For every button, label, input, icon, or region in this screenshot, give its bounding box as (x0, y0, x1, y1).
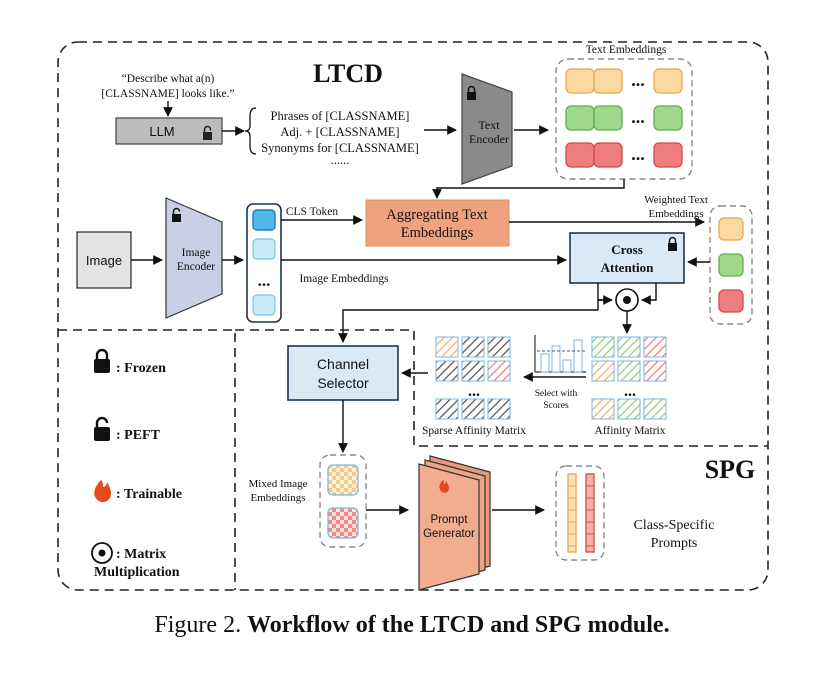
cross-attention-box (569, 232, 685, 284)
image-encoder-label-2: Encoder (177, 261, 215, 273)
image-label: Image (86, 253, 122, 268)
legend-matmul-2: Multiplication (94, 565, 180, 580)
class-prompt-bar-red (585, 473, 595, 553)
prompt-generator-label-2: Generator (423, 528, 475, 540)
weighted-embedding-red (718, 289, 744, 313)
weighted-label-1: Weighted Text (644, 194, 708, 206)
weighted-embeddings-group (709, 205, 753, 325)
weighted-label-2: Embeddings (649, 208, 704, 220)
image-embeddings-label: Image Embeddings (299, 273, 389, 285)
frozen-lock-icon (94, 348, 110, 373)
phrases-list: Phrases of [CLASSNAME] Adj. + [CLASSNAME… (261, 109, 419, 167)
weighted-embedding-orange (718, 217, 744, 241)
prompt-generator-label-1: Prompt (430, 514, 468, 526)
matrix-multiplication-icon (615, 288, 639, 312)
mixed-embedding-cell (327, 507, 359, 539)
legend-matmul-1: : Matrix (116, 547, 166, 562)
trainable-flame-icon (94, 480, 111, 503)
peft-lock-icon (94, 416, 110, 441)
prompt-line-2: [CLASSNAME] looks like.” (101, 88, 234, 100)
matmul-legend-icon (91, 542, 113, 564)
class-prompts-group (555, 465, 605, 561)
caption-title: Workflow of the LTCD and SPG module. (247, 612, 670, 638)
aggregating-box (365, 199, 510, 247)
channel-selector-label-1: Channel (317, 356, 369, 372)
cross-attention-label-2: Attention (601, 260, 654, 275)
class-prompt-bar-orange (567, 473, 577, 553)
workflow-diagram: LTCD “Describe what a(n) [CLASSNAME] loo… (57, 41, 769, 591)
figure-caption: Figure 2. Workflow of the LTCD and SPG m… (0, 612, 824, 639)
aggregating-label-1: Aggregating Text (386, 207, 487, 223)
ellipsis: ... (631, 144, 645, 164)
text-encoder-label-1: Text (478, 118, 500, 132)
caption-prefix: Figure 2. (154, 612, 242, 638)
text-embedding-row-green (565, 105, 683, 131)
image-embeddings-column (246, 203, 282, 323)
ellipsis: ... (624, 383, 636, 400)
affinity-label: Affinity Matrix (594, 425, 665, 437)
sparse-affinity-matrix (435, 336, 511, 420)
weighted-embedding-green (718, 253, 744, 277)
prompt-generator (418, 455, 491, 591)
image-encoder-peft-icon (172, 207, 181, 222)
ltcd-title: LTCD (313, 59, 383, 88)
select-label-1: Select with (535, 389, 578, 399)
spg-title: SPG (705, 455, 756, 484)
prompt-line-1: “Describe what a(n) (122, 73, 215, 85)
text-embedding-row-orange (565, 68, 683, 94)
image-embedding-cell (252, 238, 276, 260)
legend: : Frozen : PEFT : Trainable : Matrix Mul… (91, 348, 182, 580)
legend-frozen: : Frozen (116, 361, 166, 376)
sparse-affinity-label: Sparse Affinity Matrix (422, 425, 526, 437)
cls-token-cell (252, 209, 276, 231)
legend-divider (58, 329, 236, 590)
legend-peft: : PEFT (116, 428, 161, 443)
mixed-label-2: Embeddings (251, 492, 306, 504)
channel-selector-box (287, 345, 399, 401)
affinity-matrix (591, 336, 667, 420)
outer-frame (57, 41, 769, 591)
image-encoder (165, 197, 223, 319)
score-bar-chart-icon (534, 335, 586, 373)
image-encoder-label-1: Image (182, 247, 211, 259)
llm-label: LLM (149, 124, 174, 139)
class-prompts-label-2: Prompts (651, 536, 698, 551)
text-encoder (461, 73, 513, 185)
channel-selector-label-2: Selector (317, 375, 369, 391)
text-encoder-lock-icon (467, 85, 476, 100)
phrase-item: Adj. + [CLASSNAME] (280, 125, 399, 139)
aggregating-label-2: Embeddings (401, 225, 474, 241)
spg-divider (235, 329, 768, 447)
phrase-item: ...... (331, 153, 350, 167)
phrase-item: Synonyms for [CLASSNAME] (261, 141, 419, 155)
ellipsis: ... (631, 70, 645, 90)
text-embedding-row-red (565, 142, 683, 168)
text-encoder-label-2: Encoder (469, 132, 509, 146)
cross-attention-label-1: Cross (611, 242, 643, 257)
ellipsis: ... (631, 107, 645, 127)
mixed-embeddings-group (319, 454, 367, 548)
llm-lock-icon (203, 125, 212, 140)
cls-token-label: CLS Token (286, 206, 339, 218)
phrase-item: Phrases of [CLASSNAME] (271, 109, 410, 123)
mixed-embedding-cell (327, 464, 359, 496)
phrase-brace (244, 107, 257, 155)
ellipsis: ... (468, 383, 480, 400)
select-label-2: Scores (543, 401, 569, 411)
ellipsis: ... (258, 271, 271, 290)
image-embedding-cell (252, 294, 276, 316)
text-embeddings-label: Text Embeddings (586, 44, 667, 56)
legend-trainable: : Trainable (116, 487, 182, 502)
prompt-generator-flame-icon (439, 480, 449, 493)
mixed-label-1: Mixed Image (249, 478, 308, 490)
class-prompts-label-1: Class-Specific (634, 518, 715, 533)
cross-attention-lock-icon (668, 236, 677, 251)
